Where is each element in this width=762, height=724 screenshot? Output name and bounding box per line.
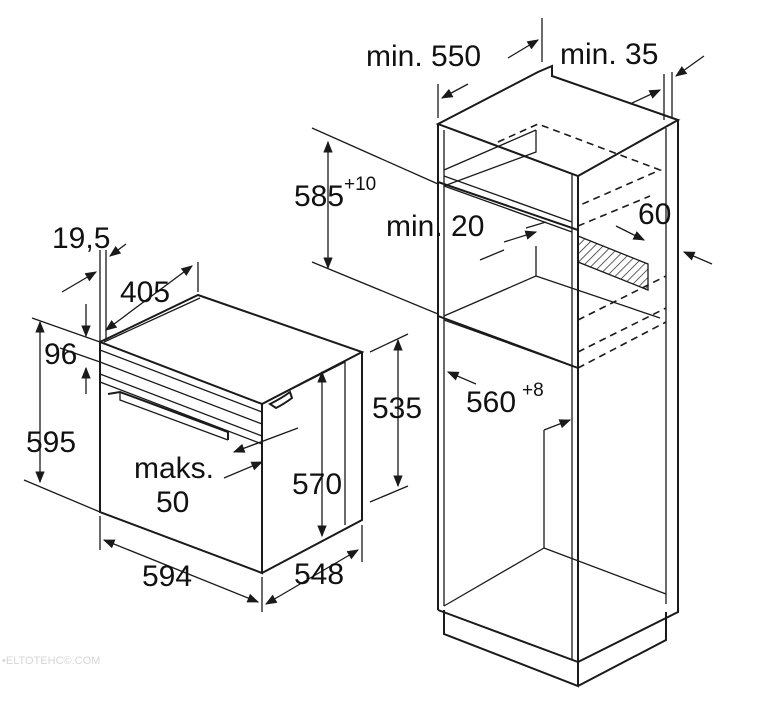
cabinet-drawing [435, 64, 681, 688]
label-96: 96 [44, 338, 77, 371]
label-min-20: min. 20 [386, 210, 484, 243]
oven-drawing [99, 293, 365, 575]
label-560-tolerance: +8 [522, 380, 544, 401]
label-maks: maks. [134, 452, 214, 485]
label-535: 535 [372, 392, 422, 425]
label-594: 594 [142, 560, 192, 593]
label-405: 405 [120, 276, 170, 309]
label-19-5: 19,5 [52, 222, 110, 255]
label-50: 50 [156, 486, 189, 519]
cabinet-dimension-lines [311, 18, 713, 431]
label-min-35: min. 35 [560, 38, 658, 71]
watermark: •ELTOTEHC©.COM [2, 655, 100, 667]
label-60: 60 [638, 198, 671, 231]
dimension-labels: 19,5 405 96 595 535 570 maks. 50 594 548… [2, 38, 671, 667]
label-560: 560 [466, 386, 516, 419]
oven-dimension-lines [23, 243, 409, 612]
label-min-550: min. 550 [366, 40, 481, 73]
label-585: 585 [294, 180, 344, 213]
label-548: 548 [294, 558, 344, 591]
label-585-tolerance: +10 [344, 174, 376, 195]
label-595: 595 [26, 426, 76, 459]
label-570: 570 [292, 468, 342, 501]
